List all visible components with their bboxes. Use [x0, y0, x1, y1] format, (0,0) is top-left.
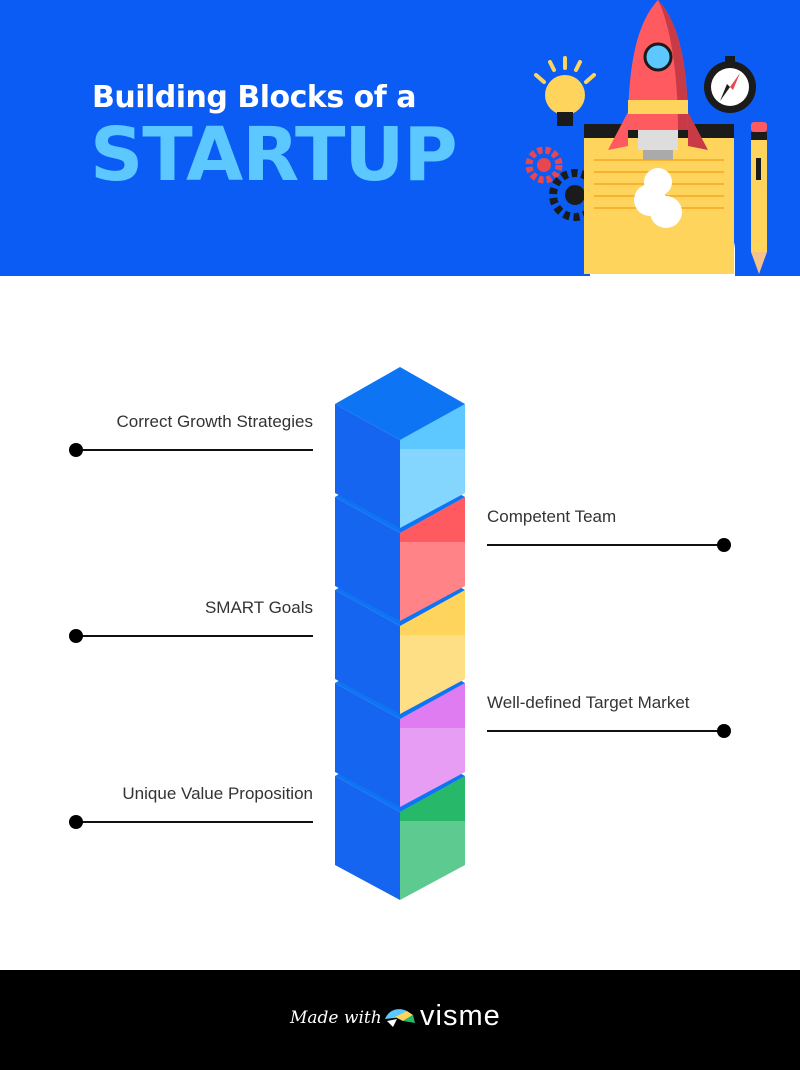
block-0 [335, 367, 465, 528]
block-stack [335, 367, 465, 900]
footer-bar [0, 970, 800, 1070]
leader-dot-3 [717, 724, 731, 738]
block-left-face [335, 404, 400, 528]
title-line-1: Building Blocks of a [92, 80, 416, 115]
title-line-2: STARTUP [90, 112, 458, 198]
rocket-icon [608, 0, 708, 160]
blocks-diagram [69, 367, 731, 900]
label-unique-value-proposition: Unique Value Proposition [122, 784, 313, 803]
label-correct-growth-strategies: Correct Growth Strategies [116, 412, 313, 431]
visme-logo-icon [385, 1009, 415, 1027]
label-competent-team: Competent Team [487, 507, 617, 526]
leader-dot-4 [69, 815, 83, 829]
block-right-face-shade [400, 497, 465, 542]
block-right-face-shade [400, 683, 465, 728]
startup-illustration [525, 0, 767, 276]
leader-lines [69, 443, 731, 829]
block-right-face-shade [400, 590, 465, 635]
leader-dot-2 [69, 629, 83, 643]
brand-name: visme [420, 1000, 501, 1032]
block-left-face [335, 776, 400, 900]
header-banner: Building Blocks of a STARTUP [0, 0, 800, 276]
block-right-face-shade [400, 776, 465, 821]
block-left-face [335, 683, 400, 807]
compass-icon [704, 56, 756, 113]
made-with-text: Made with [290, 1008, 382, 1028]
block-right-face-shade [400, 404, 465, 449]
lightbulb-icon [534, 56, 596, 126]
block-top-face [335, 367, 465, 440]
block-left-face [335, 590, 400, 714]
pencil-icon [751, 122, 767, 274]
leader-dot-1 [717, 538, 731, 552]
label-well-defined-target-market: Well-defined Target Market [487, 693, 690, 712]
block-left-face [335, 497, 400, 621]
leader-dot-0 [69, 443, 83, 457]
label-smart-goals: SMART Goals [204, 598, 313, 617]
smoke-icon [634, 168, 682, 228]
